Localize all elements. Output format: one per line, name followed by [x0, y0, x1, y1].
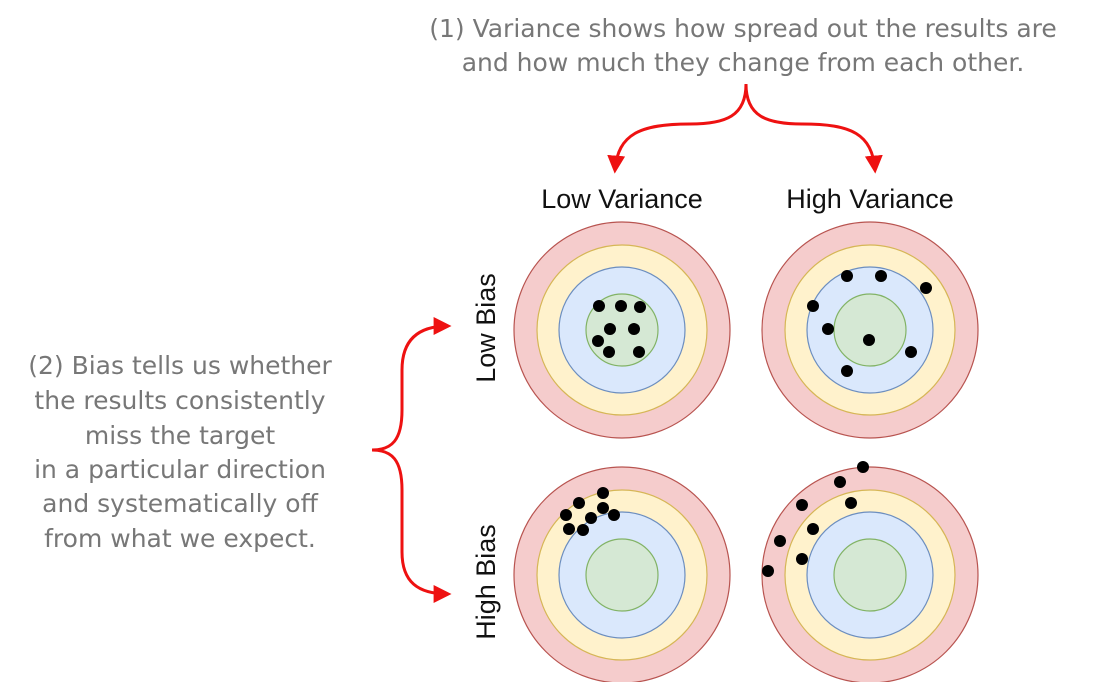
bias-annotation-line-5: and systematically off — [42, 489, 318, 518]
result-dot — [628, 323, 640, 335]
target-dots — [560, 487, 620, 536]
result-dot — [774, 535, 786, 547]
result-dot — [633, 346, 645, 358]
result-dot — [845, 497, 857, 509]
result-dot — [875, 270, 887, 282]
result-dot — [563, 523, 575, 535]
variance-annotation: (1) Variance shows how spread out the re… — [429, 14, 1057, 77]
bias-annotation-line-2: the results consistently — [34, 386, 325, 415]
result-dot — [841, 270, 853, 282]
result-dot — [597, 502, 609, 514]
result-dot — [585, 512, 597, 524]
bias-annotation-line-1: (2) Bias tells us whether — [28, 351, 332, 380]
result-dot — [592, 335, 604, 347]
row-header-low-bias: Low Bias — [471, 273, 501, 383]
column-header-high-variance: High Variance — [786, 184, 954, 214]
result-dot — [593, 300, 605, 312]
row-header-high-bias: High Bias — [471, 524, 501, 640]
variance-arrow-right — [744, 83, 883, 174]
target-high-bias-low-variance — [513, 466, 731, 682]
result-dot — [603, 346, 615, 358]
variance-brace-arrows — [607, 83, 883, 174]
target-bullseye — [585, 538, 659, 612]
variance-arrow-left — [607, 83, 748, 174]
target-dots — [807, 270, 932, 377]
result-dot — [905, 346, 917, 358]
result-dot — [807, 300, 819, 312]
bias-annotation-line-6: from what we expect. — [44, 524, 316, 553]
result-dot — [920, 282, 932, 294]
target-bullseye — [833, 293, 907, 367]
result-dot — [796, 499, 808, 511]
result-dot — [634, 301, 646, 313]
target-dots — [592, 300, 646, 358]
result-dot — [560, 509, 572, 521]
result-dot — [577, 524, 589, 536]
result-dot — [796, 553, 808, 565]
bias-arrow-down — [371, 448, 452, 603]
result-dot — [841, 365, 853, 377]
bias-annotation: (2) Bias tells us whether the results co… — [28, 351, 332, 553]
result-dot — [857, 461, 869, 473]
column-header-low-variance: Low Variance — [541, 184, 703, 214]
result-dot — [822, 323, 834, 335]
result-dot — [597, 487, 609, 499]
variance-annotation-line-1: (1) Variance shows how spread out the re… — [429, 14, 1057, 43]
target-low-bias-low-variance — [513, 221, 731, 439]
bias-annotation-line-3: miss the target — [85, 421, 275, 450]
target-low-bias-high-variance — [761, 221, 979, 439]
variance-annotation-line-2: and how much they change from each other… — [462, 48, 1025, 77]
result-dot — [807, 523, 819, 535]
result-dot — [604, 323, 616, 335]
result-dot — [608, 509, 620, 521]
result-dot — [834, 476, 846, 488]
target-dots — [762, 461, 869, 577]
bias-arrow-up — [371, 317, 452, 452]
target-high-bias-high-variance — [761, 461, 979, 682]
target-bullseye — [833, 538, 907, 612]
result-dot — [573, 497, 585, 509]
result-dot — [863, 334, 875, 346]
result-dot — [762, 565, 774, 577]
result-dot — [615, 300, 627, 312]
bias-brace-arrows — [371, 317, 452, 603]
bias-annotation-line-4: in a particular direction — [34, 455, 326, 484]
